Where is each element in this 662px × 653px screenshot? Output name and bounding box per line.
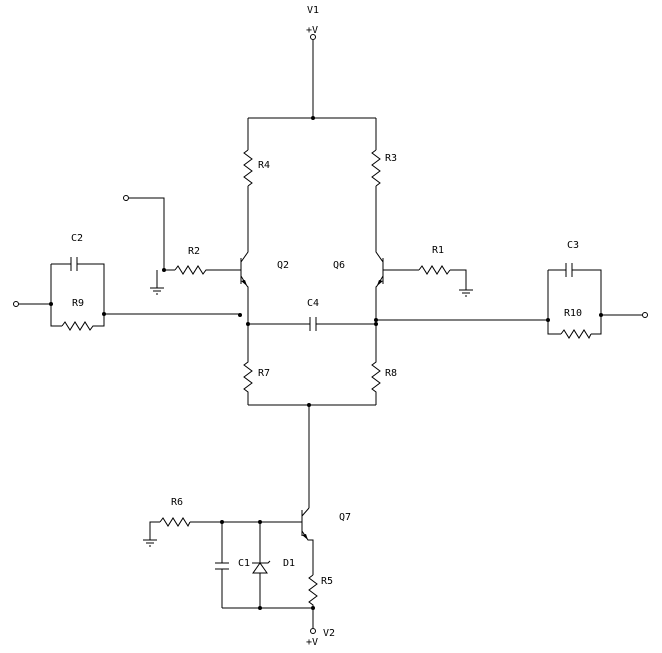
resistor-r7: R7 (243, 324, 270, 405)
junction-dot (49, 302, 53, 306)
c4-label: C4 (307, 298, 319, 309)
resistor-r3: R3 (371, 149, 397, 187)
transistor-q2: Q2 (209, 186, 289, 312)
r7-label: R7 (258, 368, 270, 379)
junction-dot (258, 606, 262, 610)
capacitor-c4: C4 (307, 298, 319, 331)
input-terminal-top-left (123, 195, 129, 201)
v1-supply-terminal: V1 +V (306, 5, 319, 40)
junction-dot (311, 116, 315, 120)
junction-dot (307, 403, 311, 407)
v1-rail (247, 40, 377, 150)
r5-label: R5 (321, 576, 333, 587)
resistor-r8: R8 (371, 324, 397, 405)
v2-supply-terminal: V2 +V (306, 628, 335, 648)
resistor-r10: R10 (560, 308, 592, 340)
c2-label: C2 (71, 233, 83, 244)
ground-symbol-q6-base (459, 289, 473, 297)
junction-dot (599, 313, 603, 317)
transistor-q7: Q7 (301, 507, 351, 575)
d1-label: D1 (283, 558, 295, 569)
junction-dot (311, 606, 315, 610)
v1-plus-label: +V (306, 25, 318, 36)
resistor-r9: R9 (61, 298, 96, 331)
v2-label: V2 (323, 628, 335, 639)
junction-dot (102, 312, 106, 316)
r8-label: R8 (385, 368, 397, 379)
ground-symbol-q2-base (150, 287, 164, 295)
resistor-r1: R1 (418, 245, 451, 275)
junction-dot (162, 268, 166, 272)
diode-d1: D1 (252, 522, 295, 608)
junction-dot (546, 318, 550, 322)
r1-label: R1 (432, 245, 444, 256)
r6-label: R6 (171, 497, 183, 508)
q7-label: Q7 (339, 512, 351, 523)
input-terminal-left (13, 301, 19, 307)
r2-label: R2 (188, 246, 200, 257)
r10-label: R10 (564, 308, 582, 319)
output-terminal-right (642, 312, 648, 318)
resistor-r6: R6 (159, 497, 191, 528)
resistor-r2: R2 (174, 246, 209, 275)
ground-symbol-q7-bias (143, 539, 157, 547)
r9-label: R9 (72, 298, 84, 309)
c3-label: C3 (567, 240, 579, 251)
capacitor-c2: C2 (70, 233, 83, 271)
resistor-r5: R5 (308, 574, 333, 628)
resistor-r4: R4 (243, 149, 270, 187)
v1-label: V1 (307, 5, 319, 16)
capacitor-c3: C3 (565, 240, 579, 277)
r4-label: R4 (258, 160, 270, 171)
r3-label: R3 (385, 153, 397, 164)
transistor-q6: Q6 (333, 186, 419, 322)
c1-label: C1 (238, 558, 250, 569)
v2-plus-label: +V (306, 637, 318, 648)
capacitor-c1: C1 (215, 522, 250, 608)
q2-label: Q2 (277, 260, 289, 271)
q6-label: Q6 (333, 260, 345, 271)
